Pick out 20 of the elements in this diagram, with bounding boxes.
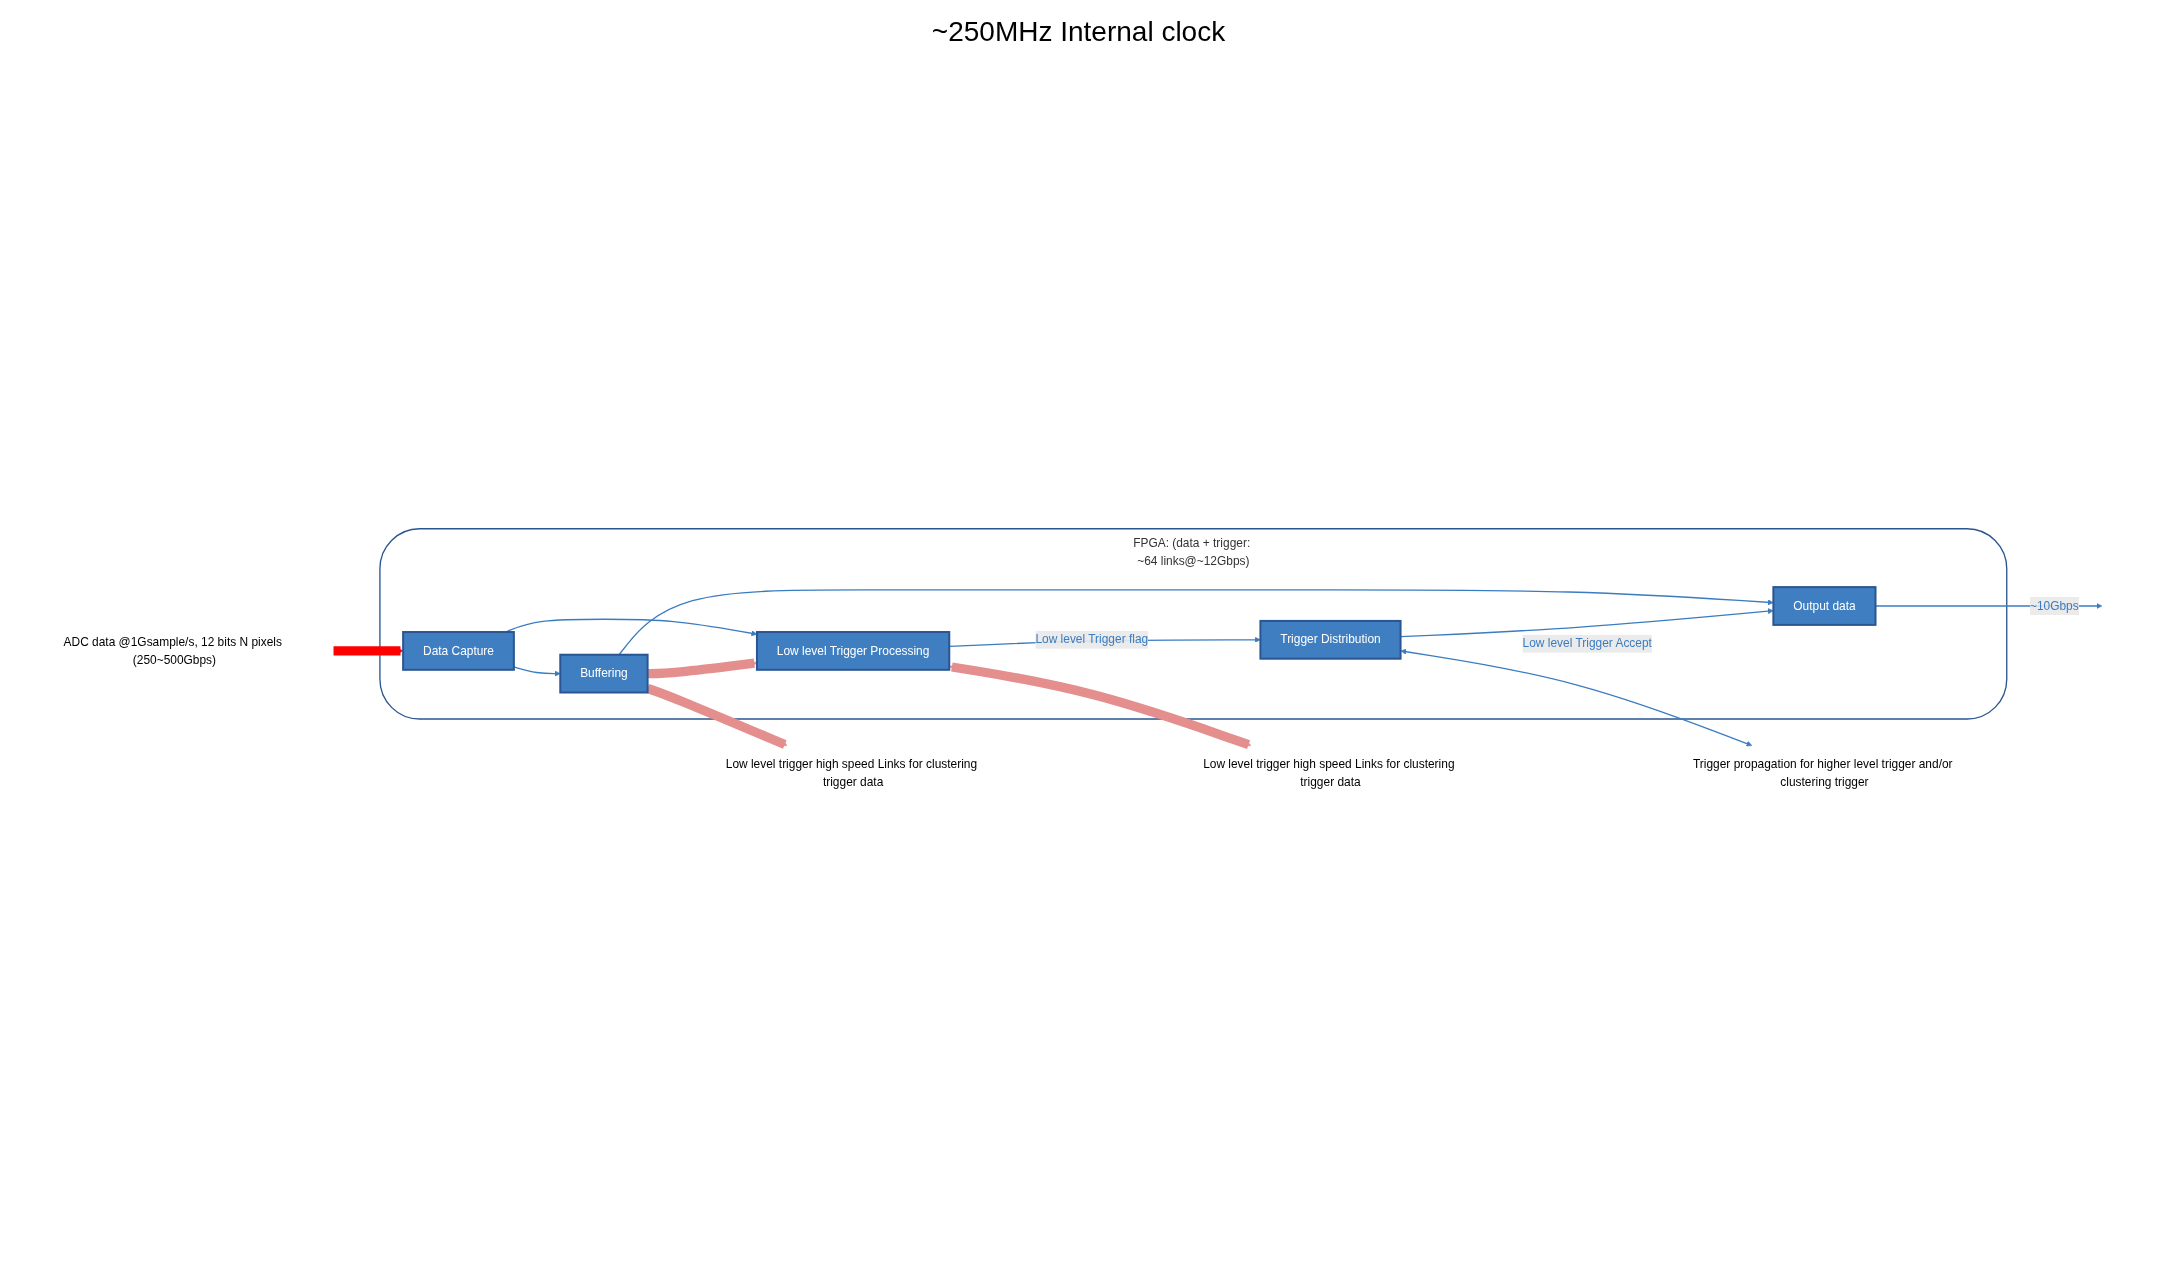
node-box: Buffering xyxy=(559,653,649,694)
arrow xyxy=(949,662,1252,750)
annotation-text: ~250MHz Internal clock xyxy=(931,16,1226,48)
arrow xyxy=(646,684,788,749)
arrow xyxy=(513,666,561,677)
node-text: Low level trigger high speed Links for clustering trigger data xyxy=(1203,757,1455,789)
node-box: Low level Trigger Processing xyxy=(755,631,951,671)
node-text: Low level trigger high speed Links for clustering trigger data xyxy=(725,757,978,789)
node-box: Output data xyxy=(1772,586,1877,626)
arrow xyxy=(1400,648,1753,747)
edge-label: Low level Trigger flag xyxy=(1035,632,1149,647)
node-box: Trigger Distribution xyxy=(1259,619,1402,660)
node-box: Data Capture xyxy=(402,631,515,671)
edge-label: ~10Gbps xyxy=(2029,599,2079,613)
edge-label: Low level Trigger Accept xyxy=(1522,636,1652,651)
node-text: ADC data @1Gsample/s, 12 bits N pixels (250~500Gbps) xyxy=(63,635,282,667)
arrow xyxy=(504,618,758,637)
node-text: Trigger propagation for higher level trigger and/or clustering trigger xyxy=(1692,757,1953,789)
arrow xyxy=(618,589,1774,656)
arrow xyxy=(332,646,404,656)
